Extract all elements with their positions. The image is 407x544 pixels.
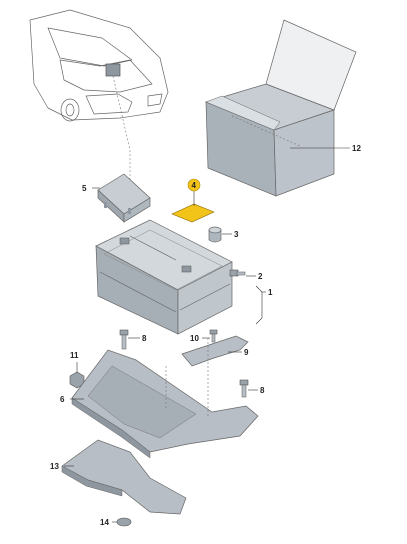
terminal-cap <box>208 226 222 243</box>
callout-5: 5 <box>82 184 87 193</box>
callout-12: 12 <box>352 144 361 153</box>
battery-location-marker <box>105 63 121 77</box>
callout-6: 6 <box>60 395 65 404</box>
nut-14 <box>116 517 132 527</box>
battery <box>95 219 233 335</box>
callout-9: 9 <box>244 348 249 357</box>
bolt-10 <box>209 329 218 343</box>
car-illustration <box>29 9 169 205</box>
callout-11: 11 <box>70 351 79 360</box>
terminal-cover <box>97 173 151 223</box>
bolt-2 <box>229 269 246 277</box>
callout-1: 1 <box>268 288 273 297</box>
battery-tray <box>71 338 259 459</box>
callout-4: 4 <box>192 181 197 190</box>
hold-down-clamp <box>181 335 249 367</box>
callout-10: 10 <box>190 334 199 343</box>
battery-label-sticker <box>171 203 215 223</box>
bolt-8-upper <box>119 329 129 350</box>
callout-13: 13 <box>50 462 59 471</box>
callout-3: 3 <box>234 230 239 239</box>
leader-lines <box>64 147 350 523</box>
tray-bracket <box>61 439 187 515</box>
callout-2: 2 <box>258 272 263 281</box>
callout-14: 14 <box>100 518 109 527</box>
battery-insulation-box <box>204 19 357 197</box>
callout-8-lower: 8 <box>260 386 265 395</box>
callout-4-marker <box>187 178 201 192</box>
callout-8-upper: 8 <box>142 334 147 343</box>
bolt-8-lower <box>239 379 249 398</box>
